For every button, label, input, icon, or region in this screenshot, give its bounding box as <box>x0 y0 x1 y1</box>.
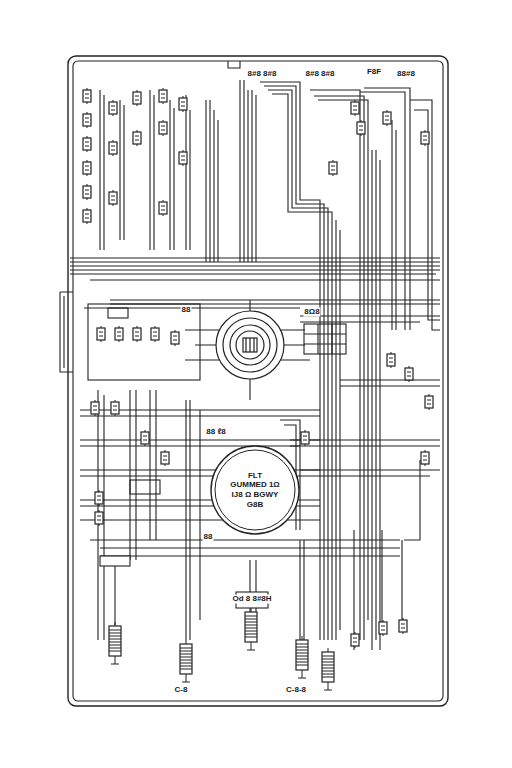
part-label: 88 <box>203 533 214 542</box>
part-label: 88#8 <box>396 70 416 79</box>
part-label: 88 ℓ8 <box>205 428 226 437</box>
gauge-text: IJ8 Ω BGWY <box>232 490 279 500</box>
part-label: C-8-8 <box>285 686 307 695</box>
gauge-text: G8B <box>247 500 263 510</box>
part-label: 8#8 8#8 <box>305 70 336 79</box>
part-label: 8#8 8#8 <box>247 70 278 79</box>
part-label: Od 8 8#8H <box>231 595 272 604</box>
part-label: C-8 <box>174 686 189 695</box>
gauge-text: GUMMED 1Ω <box>230 480 280 490</box>
part-label: F8F <box>366 68 382 77</box>
part-label: 88 <box>181 306 192 315</box>
part-label: 8Ω8 <box>303 308 320 317</box>
gauge-circle: FLTGUMMED 1ΩIJ8 Ω BGWYG8B <box>210 445 300 535</box>
gauge-text: FLT <box>248 471 262 481</box>
